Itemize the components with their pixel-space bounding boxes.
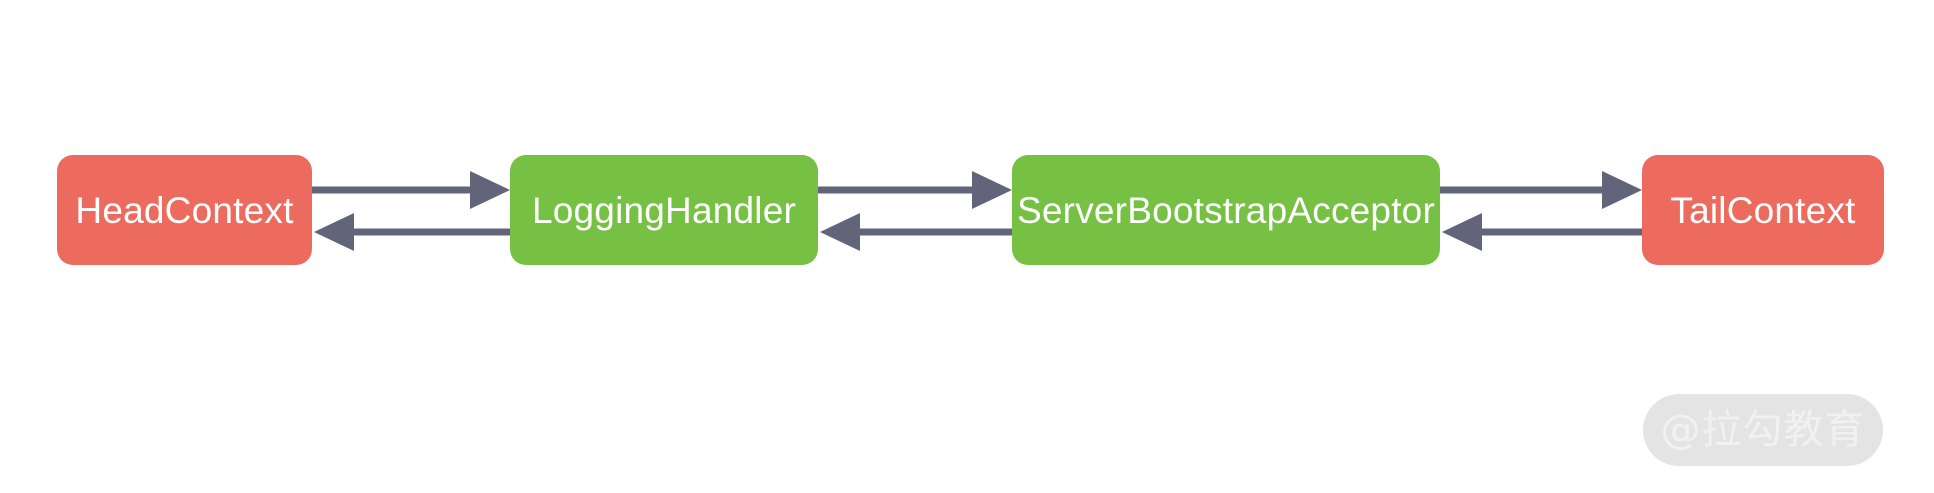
node-head-context[interactable]: HeadContext: [57, 155, 312, 265]
watermark-badge: @拉勾教育: [1643, 394, 1883, 466]
edge-logging-to-server: [818, 171, 1014, 209]
node-logging-handler[interactable]: LoggingHandler: [510, 155, 818, 265]
node-server-bootstrap-acceptor-label: ServerBootstrapAcceptor: [1017, 189, 1435, 231]
node-logging-handler-label: LoggingHandler: [531, 189, 797, 231]
node-tail-context[interactable]: TailContext: [1642, 155, 1884, 265]
edge-server-to-logging: [818, 213, 1014, 251]
edge-tail-to-server: [1440, 213, 1644, 251]
node-tail-context-label: TailContext: [1670, 189, 1856, 231]
node-server-bootstrap-acceptor[interactable]: ServerBootstrapAcceptor: [1012, 155, 1440, 265]
watermark-text: @拉勾教育: [1660, 407, 1866, 453]
edge-head-to-logging: [312, 171, 512, 209]
edge-server-to-tail: [1440, 171, 1644, 209]
edge-logging-to-head: [312, 213, 512, 251]
node-head-context-label: HeadContext: [75, 189, 294, 231]
